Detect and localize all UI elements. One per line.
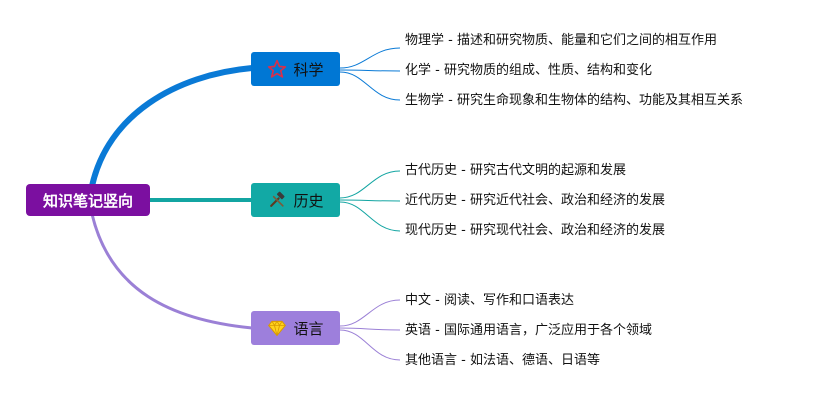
star-icon: [267, 59, 287, 79]
connector-history-leaf-3: [339, 201, 401, 232]
diamond-icon: [267, 318, 287, 338]
branch-label-language: 语言: [293, 319, 324, 338]
leaf-science-physics[interactable]: 物理学 - 描述和研究物质、能量和它们之间的相互作用: [405, 33, 717, 48]
leaf-history-ancient[interactable]: 古代历史 - 研究古代文明的起源和发展: [405, 163, 626, 178]
branch-node-language[interactable]: 语言: [251, 311, 340, 345]
branch-node-history[interactable]: 历史: [251, 183, 340, 217]
hammer-icon: [267, 190, 287, 210]
leaf-language-english[interactable]: 英语 - 国际通用语言，广泛应用于各个领域: [405, 323, 652, 338]
branch-label-history: 历史: [293, 191, 324, 210]
connector-history-leaf-2: [339, 199, 401, 202]
connector-language-leaf-3: [339, 329, 401, 361]
connector-root-science: [89, 65, 255, 189]
connector-language-leaf-1: [339, 299, 401, 327]
branch-node-science[interactable]: 科学: [251, 52, 340, 86]
branch-label-science: 科学: [293, 60, 324, 79]
connector-root-language: [90, 212, 254, 330]
leaf-science-chemistry[interactable]: 化学 - 研究物质的组成、性质、结构和变化: [405, 63, 652, 78]
root-node-label: 知识笔记竖向: [42, 191, 133, 210]
leaf-language-other[interactable]: 其他语言 - 如法语、德语、日语等: [405, 353, 600, 368]
connector-science-leaf-2: [339, 69, 401, 72]
leaf-history-contemporary[interactable]: 现代历史 - 研究现代社会、政治和经济的发展: [405, 223, 665, 238]
root-node[interactable]: 知识笔记竖向: [26, 184, 150, 216]
connector-language-leaf-2: [339, 327, 401, 331]
leaf-language-chinese[interactable]: 中文 - 阅读、写作和口语表达: [405, 293, 574, 308]
connector-history-leaf-1: [339, 170, 401, 199]
leaf-history-modern-early[interactable]: 近代历史 - 研究近代社会、政治和经济的发展: [405, 193, 665, 208]
leaf-science-biology[interactable]: 生物学 - 研究生命现象和生物体的结构、功能及其相互关系: [405, 93, 743, 108]
connector-science-leaf-1: [339, 47, 401, 69]
connector-science-leaf-3: [339, 71, 401, 101]
